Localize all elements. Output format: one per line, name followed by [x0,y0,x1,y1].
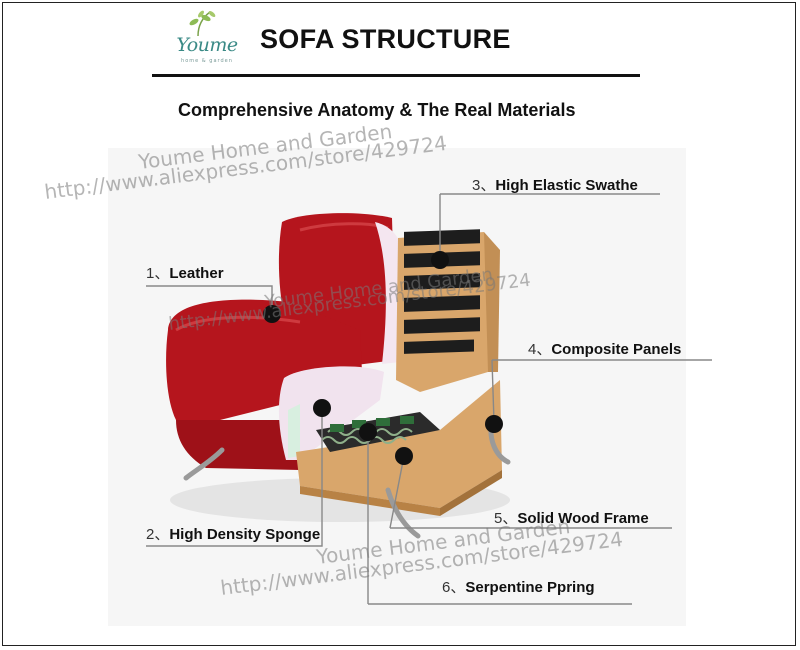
callout-high-elastic-swathe: 3、High Elastic Swathe [472,174,638,195]
callout-number: 1、 [146,265,169,282]
callout-number: 4、 [528,341,551,358]
callout-text: High Elastic Swathe [495,177,638,194]
callout-leather: 1、Leather [146,262,224,283]
callout-text: Leather [169,265,223,282]
callout-text: Solid Wood Frame [517,510,648,527]
callout-high-density-sponge: 2、High Density Sponge [146,523,320,544]
callout-number: 5、 [494,510,517,527]
callout-text: High Density Sponge [169,526,320,543]
callout-text: Serpentine Ppring [465,579,594,596]
callout-number: 3、 [472,177,495,194]
callout-number: 2、 [146,526,169,543]
callout-text: Composite Panels [551,341,681,358]
callout-solid-wood-frame: 5、Solid Wood Frame [494,507,649,528]
callout-composite-panels: 4、Composite Panels [528,338,681,359]
callout-number: 6、 [442,579,465,596]
callout-serpentine-spring: 6、Serpentine Ppring [442,576,595,597]
